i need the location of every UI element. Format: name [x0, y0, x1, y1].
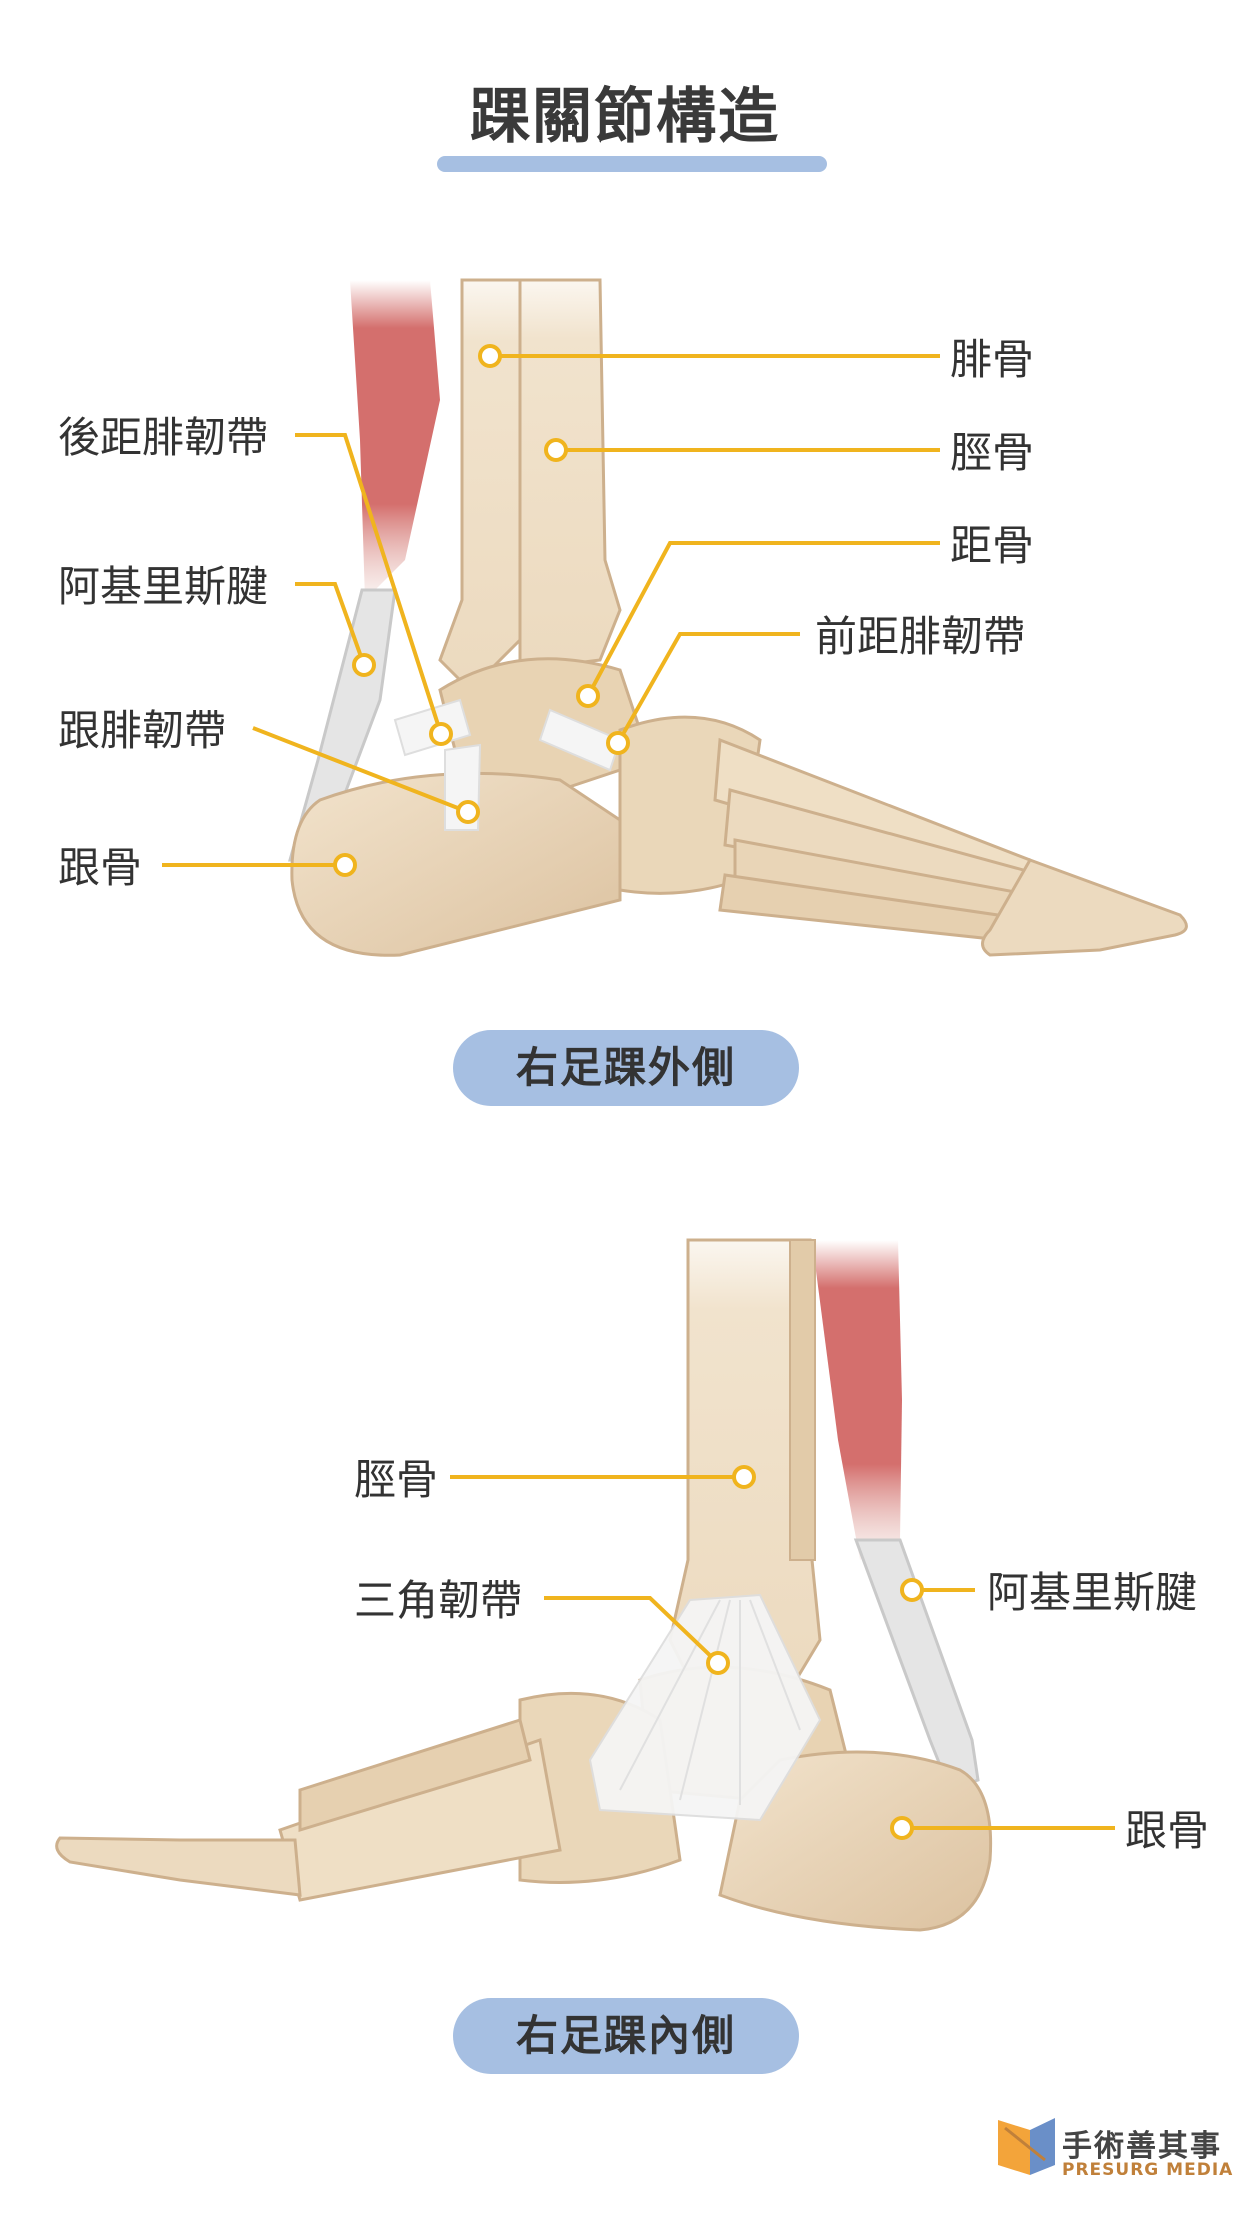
label-ptfl: 後距腓韌帶 [58, 413, 268, 462]
label-calcaneus-lateral: 跟骨 [58, 843, 142, 892]
lateral-tibia-bone [518, 278, 622, 672]
dot-ptfl [429, 722, 453, 746]
medial-leader-lines [450, 1475, 1115, 1830]
title-underline [437, 156, 827, 172]
lateral-leader-dots [333, 344, 630, 877]
label-fibula: 腓骨 [950, 335, 1034, 384]
label-medial-achilles: 阿基里斯腱 [987, 1568, 1197, 1617]
medial-big-toe [55, 1836, 302, 1897]
medial-calf-muscle [812, 1240, 902, 1560]
page-title: 踝關節構造 [470, 82, 780, 152]
leader-atfl [616, 632, 800, 744]
lateral-leader-lines [162, 354, 940, 867]
book-scalpel-logo-icon [998, 2118, 1055, 2175]
medial-fibula-bone [789, 1239, 816, 1561]
medial-deltoid-ligament [588, 1593, 822, 1822]
leader-cfl [252, 726, 469, 814]
leader-talus [586, 541, 940, 697]
dot-fibula [478, 344, 502, 368]
label-achilles-lateral: 阿基里斯腱 [58, 562, 268, 611]
lateral-caption: 右足踝外側 [453, 1030, 799, 1106]
leader-ptfl [295, 433, 443, 735]
dot-atfl [606, 731, 630, 755]
dot-cfl [456, 800, 480, 824]
dot-achilles [352, 653, 376, 677]
label-medial-calcaneus: 跟骨 [1125, 1806, 1209, 1855]
label-cfl: 跟腓韌帶 [58, 706, 226, 755]
label-talus: 距骨 [950, 521, 1034, 570]
lateral-toes [981, 858, 1188, 957]
lateral-atfl-ligament [538, 708, 622, 772]
label-atfl: 前距腓韌帶 [815, 612, 1025, 661]
leader-achilles [295, 582, 366, 666]
medial-leader-dots [706, 1465, 924, 1840]
lateral-ankle-illustration [288, 278, 1188, 957]
dot-medial-calcaneus [890, 1816, 914, 1840]
dot-calcaneus [333, 853, 357, 877]
medial-caption: 右足踝內側 [453, 1998, 799, 2074]
dot-medial-achilles [900, 1578, 924, 1602]
label-medial-tibia: 脛骨 [354, 1455, 438, 1504]
dot-deltoid [706, 1651, 730, 1675]
lateral-calf-muscle [350, 280, 440, 600]
label-tibia: 脛骨 [950, 428, 1034, 477]
dot-tibia [544, 438, 568, 462]
medial-calcaneus-bone [718, 1750, 993, 1932]
dot-talus [576, 684, 600, 708]
medial-achilles-tendon [853, 1538, 980, 1792]
lateral-fibula-bone [438, 278, 522, 693]
leader-deltoid [544, 1596, 720, 1665]
medial-metatarsal-2 [298, 1718, 532, 1833]
medial-ankle-illustration [55, 1238, 993, 1932]
logo-subtitle: PRESURG MEDIA [1062, 2160, 1234, 2180]
dot-medial-tibia [732, 1465, 756, 1489]
logo-name: 手術善其事 [1062, 2129, 1222, 2164]
label-deltoid: 三角韌帶 [354, 1576, 522, 1625]
